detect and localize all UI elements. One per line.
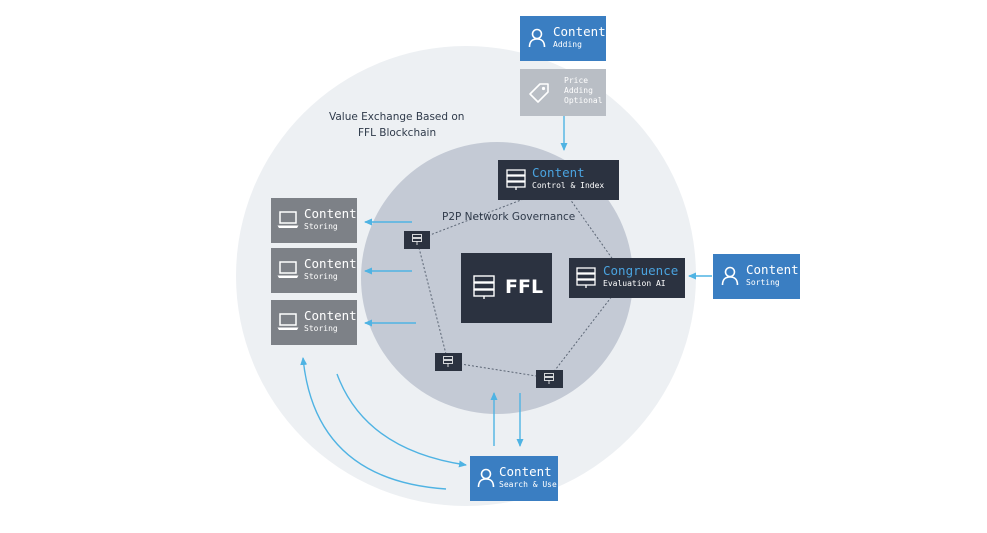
content-storing-title-1: Content [304,206,357,221]
laptop-icon [277,261,299,278]
arrow-storing-to-search [336,373,467,468]
content-control-box: Content Control & Index [498,160,619,200]
content-storing-box-1: Content Storing [271,198,357,243]
price-tag-icon [529,83,549,103]
content-sorting-title: Content [746,262,799,277]
value-exchange-label-line2: FFL Blockchain [358,127,437,139]
arrow-search-to-storing [300,357,447,490]
content-storing-subtitle-1: Storing [304,222,338,231]
content-control-title: Content [532,165,585,180]
laptop-icon [277,313,299,330]
content-storing-box-2: Content Storing [271,248,357,293]
value-exchange-label-line1: Value Exchange Based on [329,111,465,123]
user-icon [477,468,495,488]
congruence-title: Congruence [603,263,679,278]
server-icon [544,373,554,384]
content-adding-title: Content [553,24,606,39]
network-node-1 [404,231,430,249]
content-sorting-box: Content Sorting [713,254,800,299]
network-node-3 [536,370,563,388]
price-adding-line1: Price [564,76,589,85]
content-storing-subtitle-3: Storing [304,324,338,333]
content-search-box: Content Search & Use [470,456,558,501]
content-search-title: Content [499,464,552,479]
content-search-subtitle: Search & Use [499,480,557,489]
user-icon [721,266,739,286]
server-icon [443,356,453,367]
network-governance-label: P2P Network Governance [442,211,576,223]
price-adding-line2: Adding [564,86,593,95]
content-adding-subtitle: Adding [553,40,582,49]
content-storing-title-2: Content [304,256,357,271]
price-adding-box: Price Adding Optional [520,69,606,116]
laptop-icon [277,211,299,228]
price-adding-line3: Optional [564,96,603,105]
congruence-subtitle: Evaluation AI [603,279,666,288]
congruence-box: Congruence Evaluation AI [569,258,685,298]
server-icon [576,267,596,288]
server-icon [506,169,526,190]
server-icon [412,234,422,245]
content-sorting-subtitle: Sorting [746,278,780,287]
content-storing-box-3: Content Storing [271,300,357,345]
content-storing-subtitle-2: Storing [304,272,338,281]
network-node-2 [435,353,462,371]
server-icon [473,275,495,299]
content-adding-box: Content Adding [520,16,606,61]
ffl-core-box: FFL [461,253,552,323]
content-storing-title-3: Content [304,308,357,323]
flow-arrows [300,116,712,490]
content-control-subtitle: Control & Index [532,181,605,190]
user-icon [528,28,546,48]
ffl-core-label: FFL [505,276,544,298]
